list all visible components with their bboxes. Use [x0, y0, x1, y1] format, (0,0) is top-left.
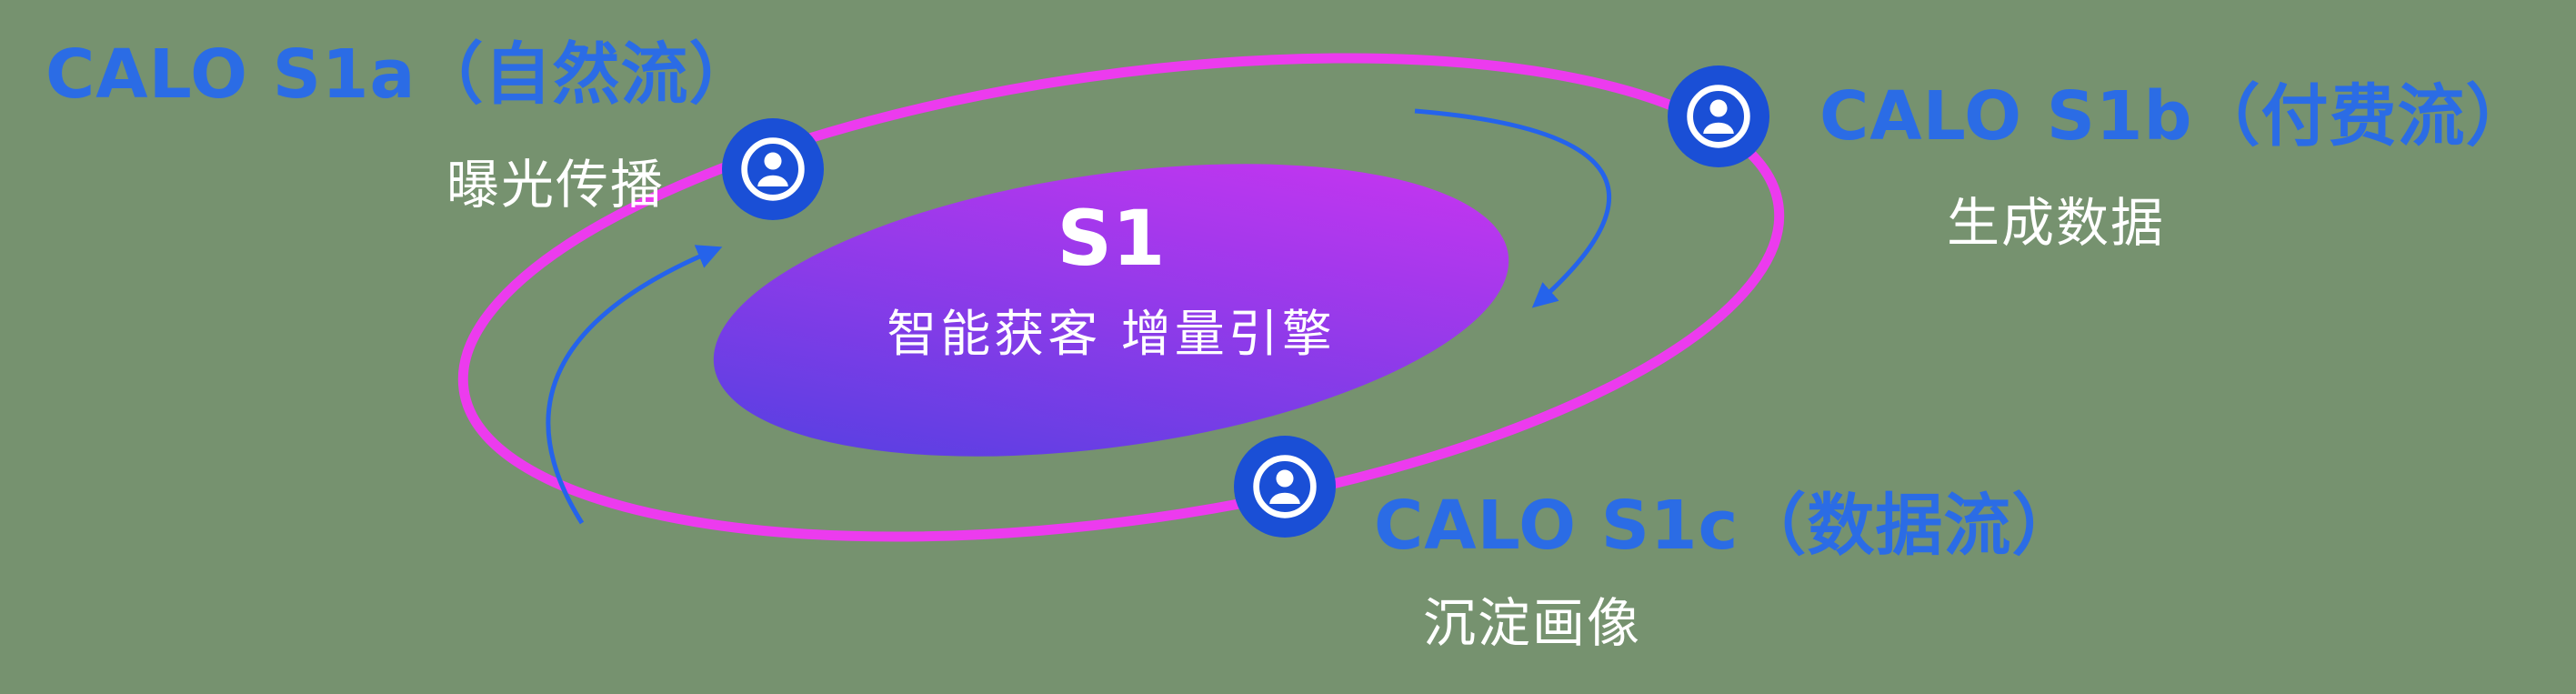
flow-arrow-right	[1414, 108, 1612, 308]
icon-ring	[1687, 85, 1750, 148]
icon-ring	[741, 137, 805, 201]
person-body	[757, 175, 788, 187]
person-icon	[1234, 436, 1336, 538]
orbit-ring	[457, 53, 1785, 542]
person-head	[764, 152, 782, 170]
person-body	[1269, 492, 1300, 505]
core-label-group: S1 智能获客 增量引擎	[833, 198, 1389, 366]
node-s1b-subtitle: 生成数据	[1947, 192, 2166, 254]
node-s1c-subtitle: 沉淀画像	[1423, 592, 1642, 654]
node-s1b-title: CALO S1b（付费流）	[1819, 77, 2534, 156]
icon-ring	[1253, 455, 1317, 518]
person-head	[1709, 99, 1728, 117]
person-body	[1703, 122, 1734, 135]
person-icon	[722, 118, 824, 220]
flow-arrow-left	[546, 245, 723, 525]
node-s1c-title: CALO S1c（数据流）	[1374, 487, 2080, 565]
person-head	[1276, 469, 1294, 488]
core-subtitle: 智能获客 增量引擎	[887, 305, 1336, 364]
person-icon	[1668, 65, 1769, 167]
core-ellipse	[713, 164, 1509, 457]
node-s1a-title: CALO S1a（自然流）	[45, 35, 757, 114]
core-title: S1	[1057, 194, 1166, 283]
node-s1a-subtitle: 曝光传播	[446, 154, 666, 216]
